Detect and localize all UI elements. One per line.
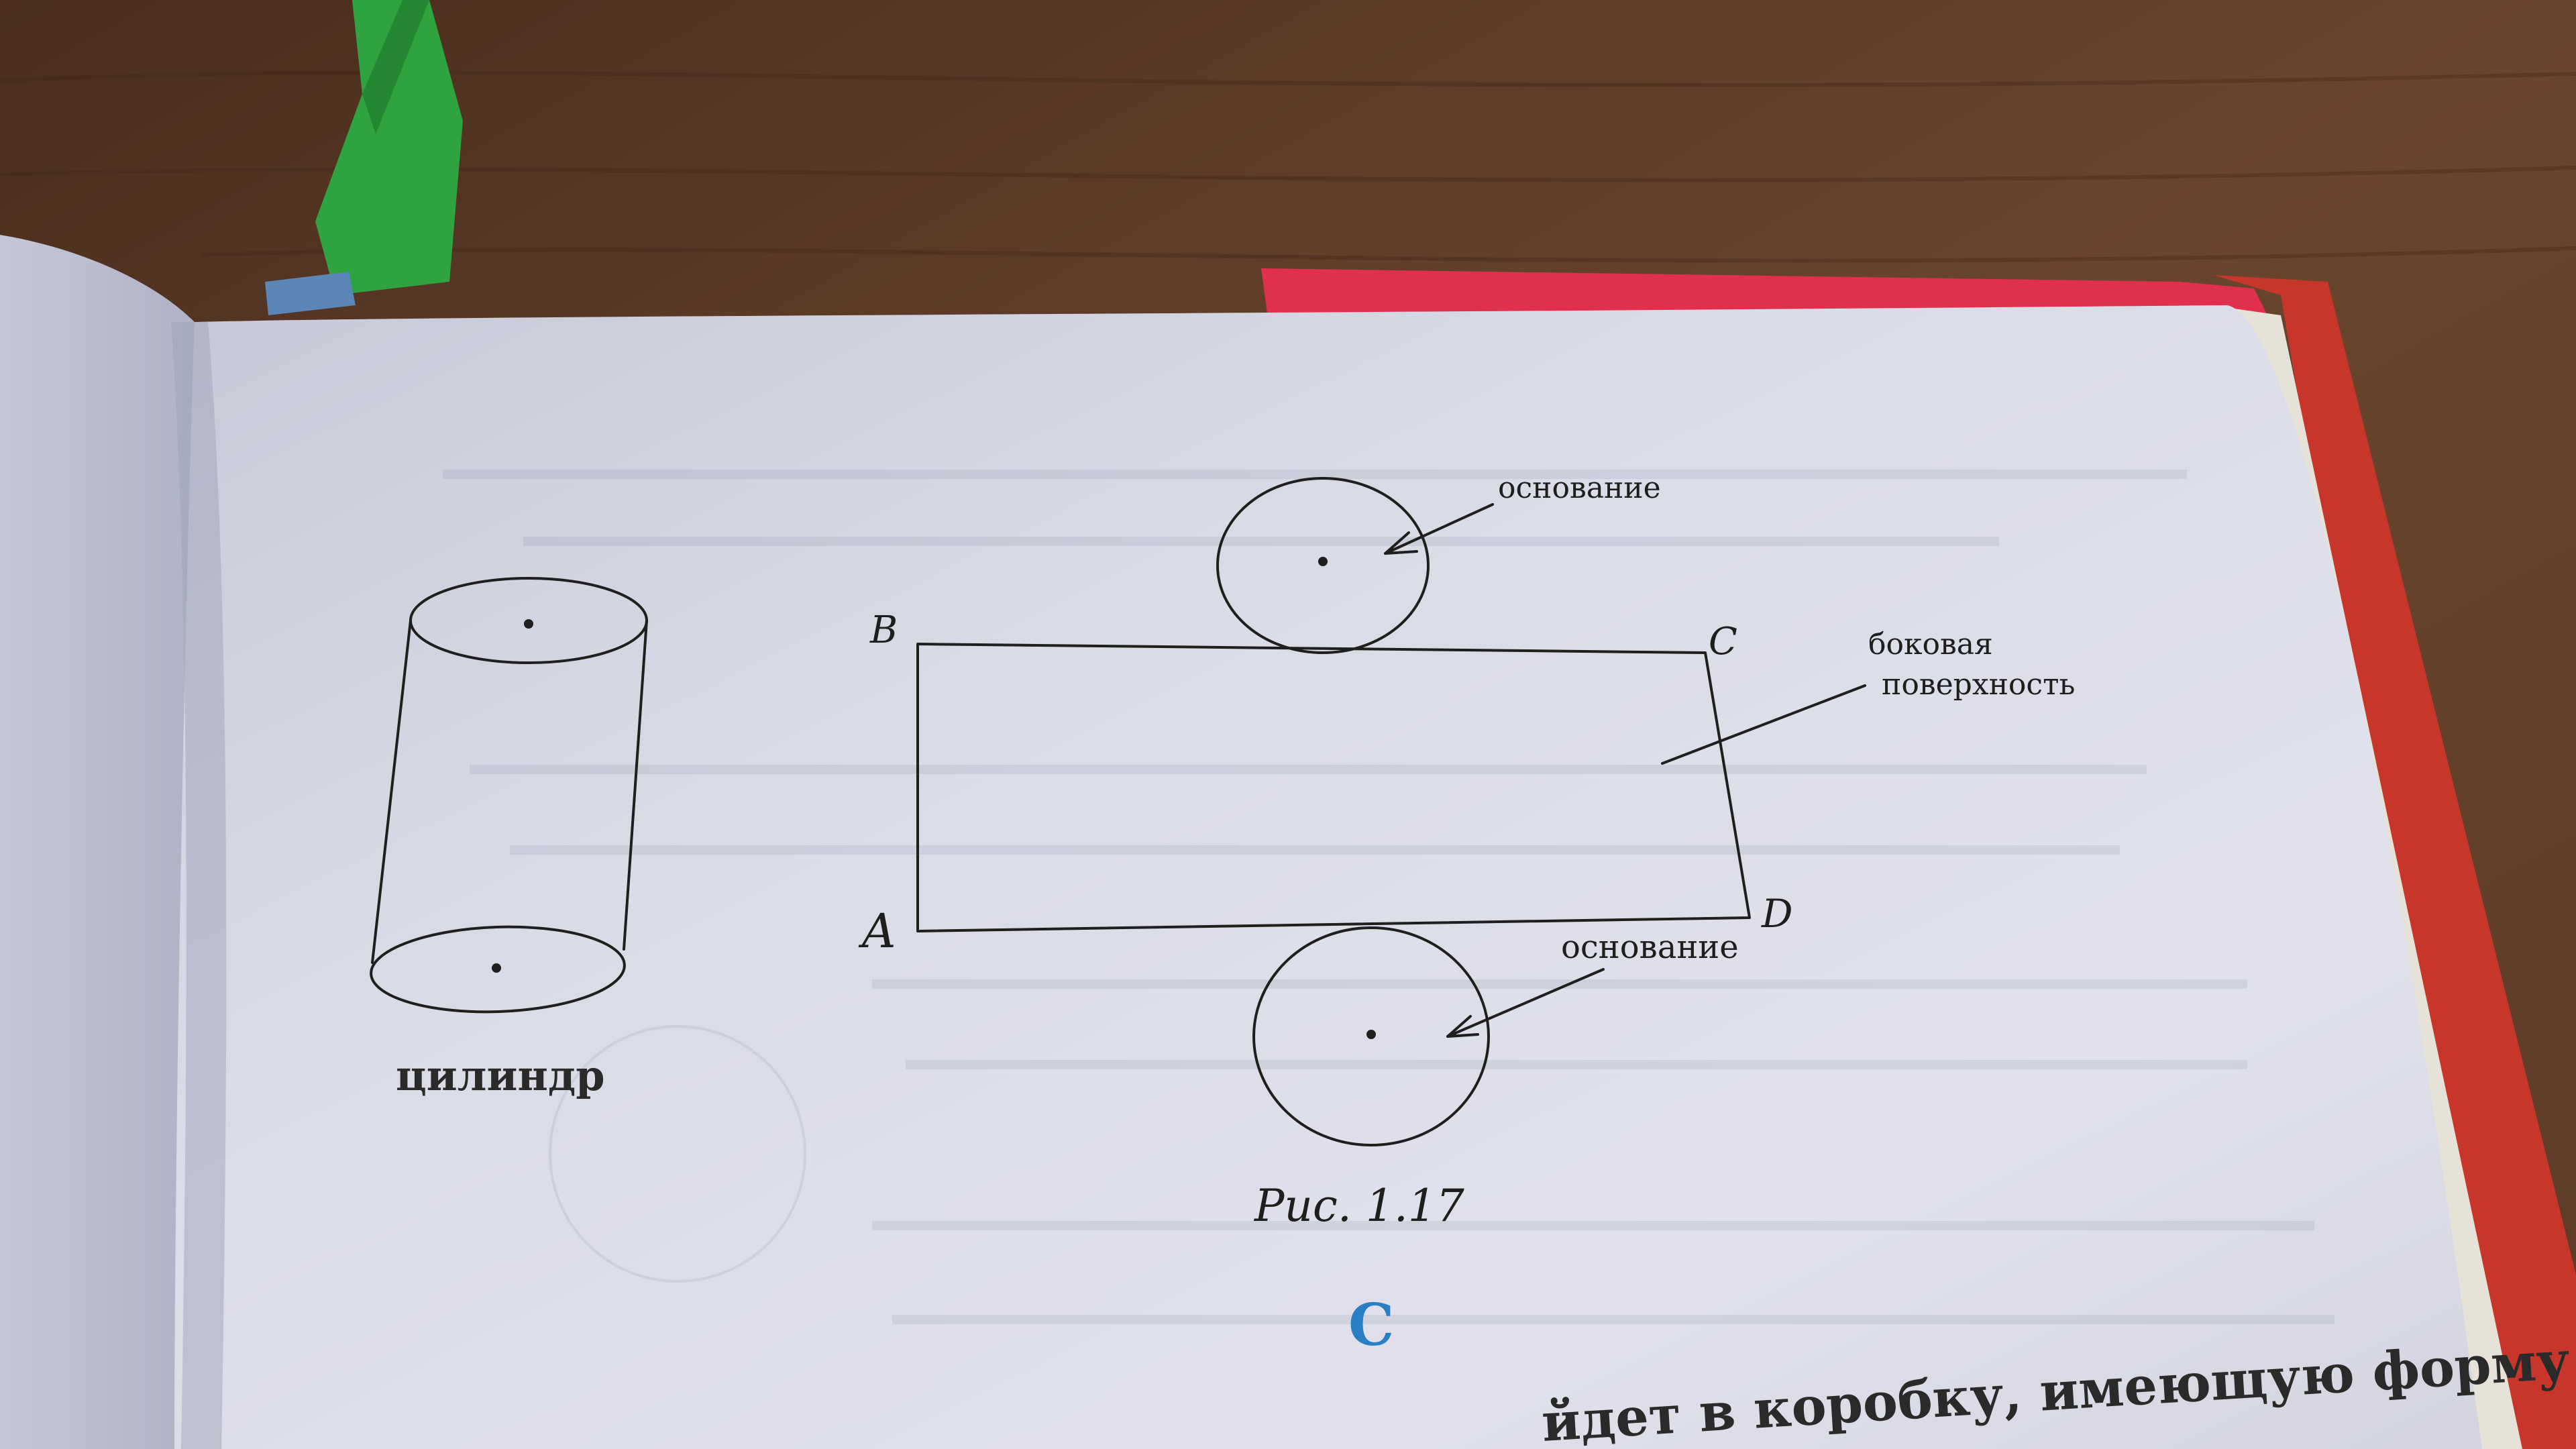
lateral-rectangle xyxy=(916,643,1751,932)
cylinder-bottom-center xyxy=(492,963,501,973)
bottom-base-circle xyxy=(1252,926,1490,1146)
lateral-pointer-line xyxy=(1661,684,1866,765)
blue-tab xyxy=(265,272,356,315)
bookmark-shade xyxy=(362,0,429,134)
vertex-d: D xyxy=(1761,891,1793,936)
cylinder-left-side xyxy=(371,619,412,964)
vertex-b: B xyxy=(869,608,898,652)
vertex-a: A xyxy=(858,904,896,959)
label-top-base: основание xyxy=(1498,471,1661,505)
cylinder-right-side xyxy=(623,619,648,951)
green-bookmark xyxy=(315,0,463,295)
label-bottom-base: основание xyxy=(1561,928,1739,966)
show-through xyxy=(443,470,2334,1324)
top-base-arrow xyxy=(1384,503,1494,555)
left-page xyxy=(0,235,208,1449)
cylinder-caption: цилиндр xyxy=(396,1051,605,1100)
gutter-shadow xyxy=(171,322,227,1449)
section-letter: C xyxy=(1348,1291,1394,1359)
top-base-circle xyxy=(1216,477,1430,654)
cylinder-drawing xyxy=(370,577,648,1014)
vertex-c: C xyxy=(1709,620,1737,663)
top-base-center xyxy=(1318,557,1328,566)
red-tab xyxy=(1261,268,2267,319)
bottom-base-arrow xyxy=(1446,968,1605,1038)
right-page xyxy=(174,305,2482,1449)
bottom-base-center xyxy=(1366,1030,1376,1039)
cylinder-bottom-ellipse xyxy=(370,925,626,1014)
wood-grain xyxy=(0,70,2576,263)
label-lateral-line2: поверхность xyxy=(1882,667,2075,702)
label-lateral-line1: боковая xyxy=(1868,627,1993,661)
figure-caption: Рис. 1.17 xyxy=(1254,1180,1464,1232)
cylinder-top-center xyxy=(524,619,533,629)
cylinder-net-drawing xyxy=(916,477,1866,1146)
